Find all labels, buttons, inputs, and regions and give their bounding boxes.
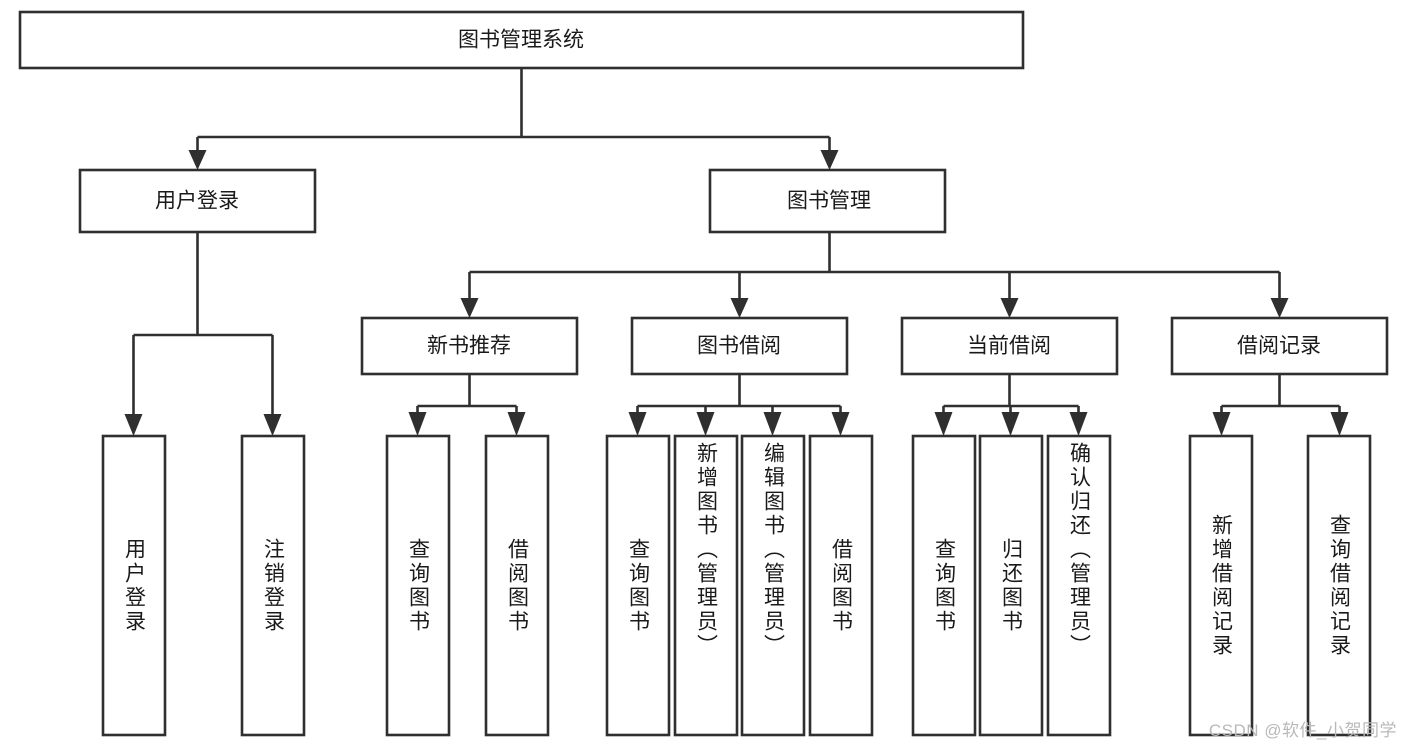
leaf-query-book-1-box[interactable] <box>385 434 451 737</box>
node-current-borrow-label: 当前借阅 <box>967 335 1051 358</box>
node-book-borrow[interactable]: 图书借阅 <box>630 316 849 376</box>
edge-user-login-to-leaves <box>124 232 282 436</box>
arrow-head-new-book-recommend <box>460 298 479 318</box>
leaf-confirm-return-admin-box[interactable] <box>1046 434 1112 737</box>
csdn-watermark: CSDN @软件_小贺同学 <box>1208 721 1397 740</box>
node-new-book-recommend[interactable]: 新书推荐 <box>360 316 579 376</box>
arrow-head-borrow-record <box>1270 298 1289 318</box>
node-book-manage-box[interactable] <box>708 168 947 234</box>
node-root-label: 图书管理系统 <box>458 29 584 52</box>
leaf-add-borrow-record-box[interactable] <box>1188 434 1254 737</box>
arrow-head-user-login <box>188 150 207 170</box>
arrow-head-leaf-return-book <box>1001 412 1020 436</box>
node-borrow-record[interactable]: 借阅记录 <box>1170 316 1389 376</box>
arrow-head-leaf-logout <box>263 414 282 436</box>
arrow-head-leaf-query-book-1 <box>408 412 427 436</box>
leaf-borrow-book-2-box[interactable] <box>808 434 874 737</box>
arrow-head-current-borrow <box>1000 298 1019 318</box>
node-borrow-record-label: 借阅记录 <box>1237 335 1321 358</box>
arrow-head-book-manage <box>820 150 839 170</box>
leaf-logout-box[interactable] <box>240 434 306 737</box>
arrow-head-leaf-add-book-admin <box>696 412 715 436</box>
leaf-add-book-admin-box[interactable] <box>673 434 739 737</box>
arrow-head-book-borrow <box>730 298 749 318</box>
arrow-head-leaf-query-book-3 <box>934 412 953 436</box>
node-book-manage[interactable]: 图书管理 <box>708 168 947 234</box>
edge-borrow-record-to-leaves <box>1212 374 1349 436</box>
node-book-borrow-label: 图书借阅 <box>697 335 781 358</box>
node-user-login-label: 用户登录 <box>155 190 239 213</box>
node-root-box[interactable] <box>18 10 1025 70</box>
arrow-head-leaf-add-borrow-record <box>1212 412 1231 436</box>
edge-book-borrow-to-leaves <box>628 374 850 436</box>
leaf-borrow-book-1-box[interactable] <box>484 434 550 737</box>
node-current-borrow-box[interactable] <box>900 316 1119 376</box>
arrow-head-leaf-borrow-book-1 <box>507 412 526 436</box>
arrow-head-leaf-edit-book-admin <box>763 412 782 436</box>
node-new-book-recommend-label: 新书推荐 <box>427 335 511 358</box>
node-root[interactable]: 图书管理系统 <box>18 10 1025 70</box>
node-user-login[interactable]: 用户登录 <box>78 168 317 234</box>
edge-book-manage-to-level2 <box>460 232 1289 318</box>
leaf-query-book-3-box[interactable] <box>911 434 977 737</box>
node-current-borrow[interactable]: 当前借阅 <box>900 316 1119 376</box>
arrow-head-leaf-query-borrow-record <box>1330 412 1349 436</box>
leaf-edit-book-admin-box[interactable] <box>740 434 806 737</box>
leaf-user-login-box[interactable] <box>101 434 167 737</box>
leaf-query-borrow-record-box[interactable] <box>1306 434 1372 737</box>
node-borrow-record-box[interactable] <box>1170 316 1389 376</box>
edge-root-to-level1 <box>188 68 839 170</box>
leaf-query-book-2-box[interactable] <box>605 434 671 737</box>
arrow-head-leaf-user-login <box>124 414 143 436</box>
leaf-boxes <box>101 434 1372 737</box>
edge-current-borrow-to-leaves <box>934 374 1088 436</box>
arrow-head-leaf-borrow-book-2 <box>831 412 850 436</box>
leaf-return-book-box[interactable] <box>978 434 1044 737</box>
node-new-book-recommend-box[interactable] <box>360 316 579 376</box>
node-book-manage-label: 图书管理 <box>787 190 871 213</box>
node-book-borrow-box[interactable] <box>630 316 849 376</box>
arrow-head-leaf-query-book-2 <box>628 412 647 436</box>
node-user-login-box[interactable] <box>78 168 317 234</box>
edge-new-book-to-leaves <box>408 374 526 436</box>
arrow-head-leaf-confirm-return-admin <box>1069 412 1088 436</box>
